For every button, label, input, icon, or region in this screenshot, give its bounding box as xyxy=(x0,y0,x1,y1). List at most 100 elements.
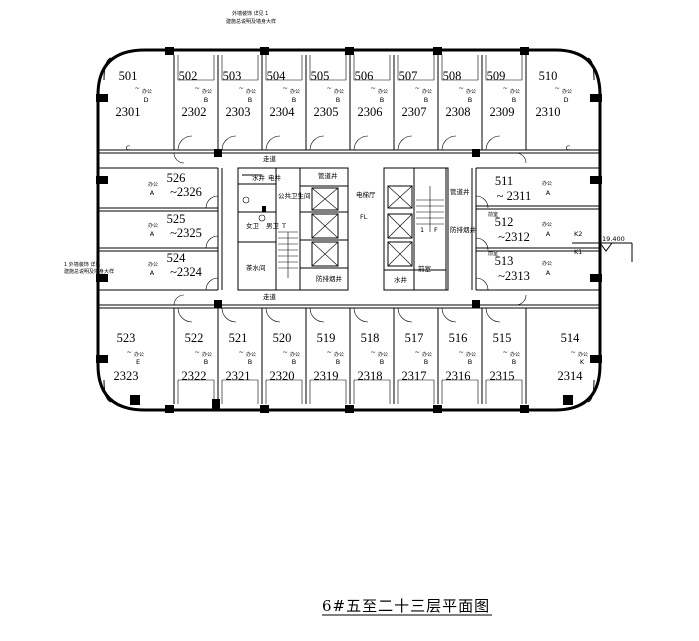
room-usage-label: 办公 xyxy=(148,181,158,188)
room-number: 514 xyxy=(561,331,581,345)
core-pipe-label-2: 管道井 xyxy=(450,187,470,196)
room-usage-label: 办公 xyxy=(378,88,388,95)
room-tilde: ~ xyxy=(239,348,244,356)
room-tilde: ~ xyxy=(327,84,332,92)
core-elec-label: 电井 xyxy=(268,173,282,182)
bottom-room-walls xyxy=(98,294,600,404)
elevation-label: 19.400 xyxy=(602,235,625,243)
room-tilde: ~ xyxy=(195,84,200,92)
room-number: 510 xyxy=(539,69,558,83)
room-tilde: ~ xyxy=(571,348,576,356)
right-room-walls xyxy=(471,167,600,291)
core-water-label-2: 水井 xyxy=(394,275,408,284)
room-usage-label: 办公 xyxy=(578,351,588,358)
room-type: D xyxy=(143,96,148,104)
corridor-label-bottom: 走道 xyxy=(263,292,277,301)
room-code: 2308 xyxy=(446,105,471,119)
room-code: 2316 xyxy=(446,369,471,383)
room-code: 2317 xyxy=(402,369,427,383)
room-number: 522 xyxy=(185,331,204,345)
room-type: B xyxy=(468,96,472,104)
core-pipe-label: 管道井 xyxy=(318,171,338,180)
room-type: B xyxy=(380,358,384,366)
room-code: 2301 xyxy=(116,105,141,119)
room-number: 501 xyxy=(119,69,138,83)
left-note-line-2: 建施总说明及墙身大样 xyxy=(64,268,114,275)
core-tea-label: 茶水间 xyxy=(246,263,266,272)
room-tilde: ~ xyxy=(327,348,332,356)
top-note-line-1: 外墙装饰 详见 1 xyxy=(232,10,268,17)
core-lobby-label: 电梯厅 xyxy=(356,190,376,199)
room-number: 518 xyxy=(361,331,380,345)
core-smoke-label-2: 防排烟井 xyxy=(450,225,477,234)
room-type: D xyxy=(563,96,568,104)
room-type: A xyxy=(546,230,551,238)
room-type: B xyxy=(424,358,428,366)
core-female-label: 女卫 xyxy=(246,221,260,230)
room-type: A xyxy=(150,269,155,277)
room-code: 2318 xyxy=(358,369,383,383)
room-usage-label: 办公 xyxy=(148,222,158,229)
room-number: 525 xyxy=(167,212,186,226)
room-code: 2305 xyxy=(314,105,339,119)
room-tilde: ~ xyxy=(415,348,420,356)
room-usage-label: 办公 xyxy=(542,221,552,228)
core-smoke-label: 防排烟井 xyxy=(316,274,343,283)
room-tilde: ~ xyxy=(371,84,376,92)
room-number: 523 xyxy=(117,331,136,345)
room-type: B xyxy=(292,96,296,104)
room-code: 2309 xyxy=(490,105,515,119)
room-code: ~2313 xyxy=(498,269,530,283)
room-tilde: ~ xyxy=(459,348,464,356)
room-tag: 前室 xyxy=(488,211,498,218)
room-number: 513 xyxy=(495,254,514,268)
corridor-label-top: 走道 xyxy=(263,154,277,163)
room-code: 2302 xyxy=(182,105,207,119)
room-usage-label: 办公 xyxy=(562,88,572,95)
room-usage-label: 办公 xyxy=(542,260,552,267)
room-number: 504 xyxy=(267,69,287,83)
room-usage-label: 办公 xyxy=(422,88,432,95)
room-type: B xyxy=(512,358,516,366)
room-usage-label: 办公 xyxy=(202,351,212,358)
room-code: ~ 2311 xyxy=(497,189,531,203)
room-usage-label: 办公 xyxy=(510,88,520,95)
room-tilde: ~ xyxy=(459,84,464,92)
room-type: B xyxy=(248,96,252,104)
room-type: B xyxy=(424,96,428,104)
room-code: 2315 xyxy=(490,369,515,383)
room-usage-label: 办公 xyxy=(542,180,552,187)
room-usage-label: 办公 xyxy=(422,351,432,358)
room-type: B xyxy=(204,358,208,366)
room-type: B xyxy=(512,96,516,104)
room-code: 2321 xyxy=(226,369,251,383)
room-tilde: ~ xyxy=(283,84,288,92)
room-type: A xyxy=(546,189,551,197)
core-fl-label: FL xyxy=(360,213,368,221)
room-usage-label: 办公 xyxy=(246,88,256,95)
left-note-line-1: 1 外墙装饰 详见 xyxy=(64,261,100,268)
room-tilde: ~ xyxy=(371,348,376,356)
room-usage-label: 办公 xyxy=(290,351,300,358)
room-zone: C xyxy=(566,144,571,152)
room-usage-label: 办公 xyxy=(142,88,152,95)
room-code: ~2312 xyxy=(498,230,530,244)
room-type: B xyxy=(380,96,384,104)
core-stair-1: 1 xyxy=(420,226,424,234)
room-type: E xyxy=(136,358,140,366)
room-tilde: ~ xyxy=(283,348,288,356)
room-number: 511 xyxy=(495,174,513,188)
room-tilde: ~ xyxy=(127,348,132,356)
room-code: 2314 xyxy=(558,369,584,383)
room-number: 520 xyxy=(273,331,292,345)
room-code: ~2326 xyxy=(170,185,202,199)
room-type: K xyxy=(580,358,585,366)
room-tag: 前室 xyxy=(488,250,498,257)
room-tilde: ~ xyxy=(503,84,508,92)
room-code: 2307 xyxy=(402,105,427,119)
room-code: 2322 xyxy=(182,369,207,383)
room-usage-label: 办公 xyxy=(202,88,212,95)
room-number: 521 xyxy=(229,331,248,345)
room-tilde: ~ xyxy=(195,348,200,356)
